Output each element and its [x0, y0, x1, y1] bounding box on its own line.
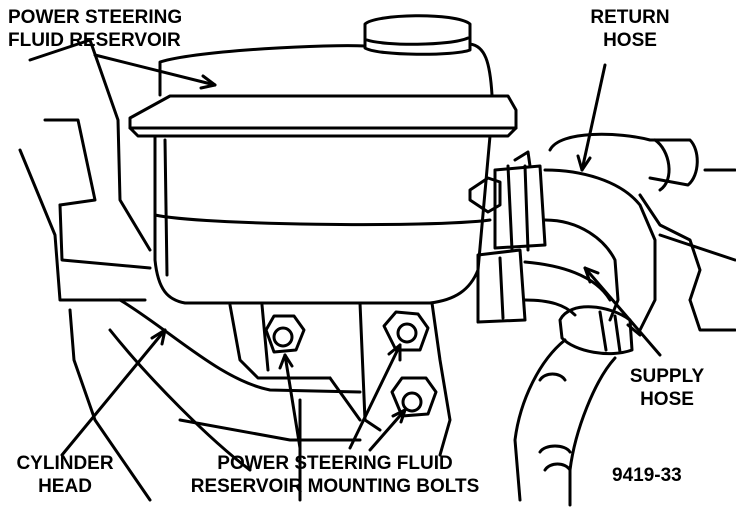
label-cylinder-line2: HEAD — [38, 476, 92, 497]
label-mounting-bolts: POWER STEERING FLUID RESERVOIR MOUNTING … — [170, 452, 500, 498]
lower-hose — [538, 444, 572, 472]
reservoir-body — [153, 134, 492, 305]
supply-hose — [476, 248, 642, 507]
leader-bolt-2 — [348, 343, 402, 450]
return-hose — [468, 150, 657, 332]
label-supply-hose: SUPPLY HOSE — [612, 365, 722, 411]
label-power-steering-reservoir: POWER STEERING FLUID RESERVOIR — [8, 6, 182, 52]
leader-supply-hose — [583, 266, 662, 357]
engine-right — [548, 132, 736, 332]
leader-bolt-3 — [368, 408, 407, 452]
cylinder-head-shape — [108, 298, 362, 502]
label-bolts-line1: POWER STEERING FLUID — [217, 453, 453, 474]
label-reservoir-line1: POWER STEERING — [8, 7, 183, 28]
leader-return-hose — [580, 63, 607, 172]
label-reservoir-line2: FLUID RESERVOIR — [8, 30, 181, 51]
leader-cylinder-head — [60, 328, 167, 457]
bolt-3 — [390, 376, 438, 418]
bolt-2 — [382, 310, 430, 352]
reservoir-cap — [363, 14, 472, 56]
label-supply-line1: SUPPLY — [629, 366, 705, 387]
label-return-line1: RETURN — [590, 7, 670, 28]
figure-id-text: 9419-33 — [612, 465, 682, 486]
leader-lines — [60, 53, 662, 457]
label-bolts-line2: RESERVOIR MOUNTING BOLTS — [190, 476, 480, 497]
figure-id-label: 9419-33 — [612, 464, 682, 487]
leader-reservoir — [93, 53, 217, 87]
bolt-1 — [264, 314, 306, 354]
engine-bracket-left — [18, 38, 152, 502]
label-supply-line2: HOSE — [640, 389, 694, 410]
label-cylinder-head: CYLINDER HEAD — [10, 452, 120, 498]
leader-bolt-1 — [283, 353, 302, 450]
label-return-hose: RETURN HOSE — [570, 6, 690, 52]
label-return-line2: HOSE — [603, 30, 657, 51]
reservoir-top — [128, 42, 518, 138]
label-cylinder-line1: CYLINDER — [16, 453, 114, 474]
